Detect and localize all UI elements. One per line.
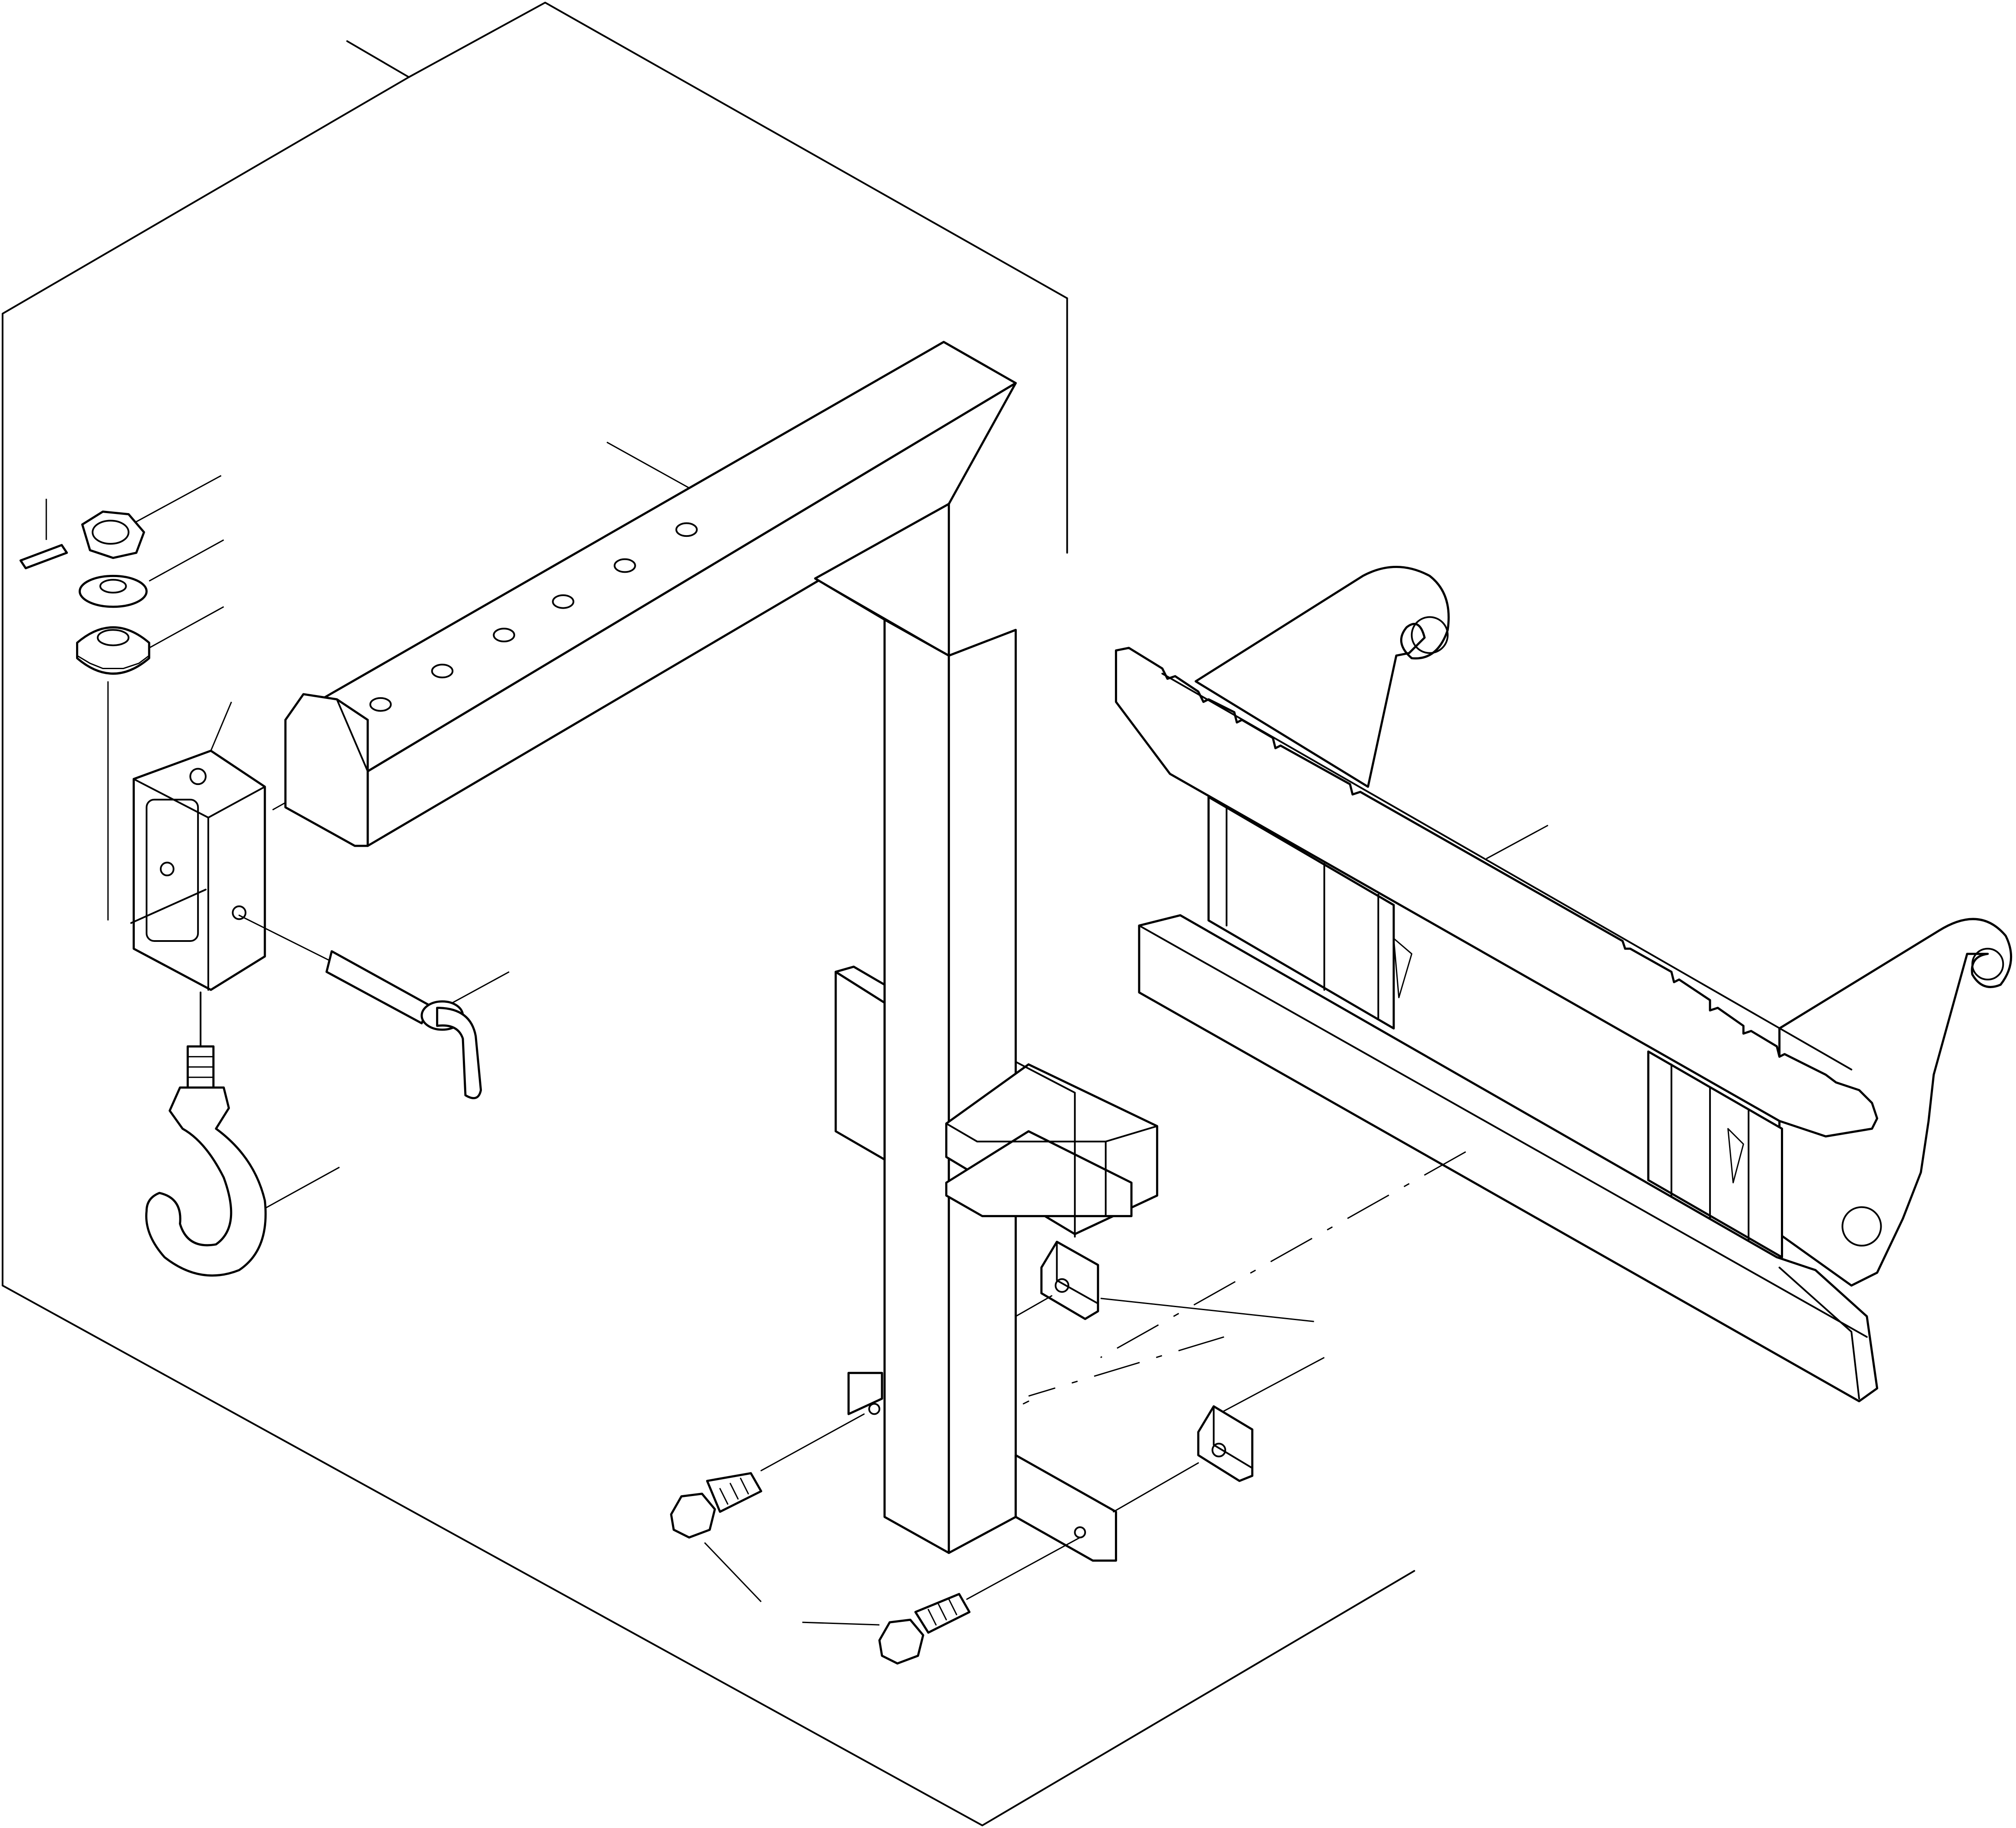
thrust-bearing: [77, 627, 150, 673]
boom-frame: [285, 342, 1157, 1560]
assembly-boundary: [3, 3, 1414, 1825]
bolt-right: [879, 1594, 969, 1664]
hook-bracket: [131, 751, 264, 990]
flat-washer: [80, 576, 147, 606]
split-pin: [21, 545, 67, 568]
clamp-block-lower: [1198, 1407, 1252, 1481]
bolt-left: [671, 1473, 761, 1538]
axis-lines: [761, 1152, 1465, 1599]
hex-nut: [82, 512, 144, 558]
lifting-hook: [147, 992, 266, 1276]
leader-lines: [46, 442, 1548, 1625]
quick-coupler-plate: [1116, 567, 2011, 1401]
locking-pin: [239, 915, 481, 1098]
clamp-block-upper: [1041, 1242, 1098, 1319]
